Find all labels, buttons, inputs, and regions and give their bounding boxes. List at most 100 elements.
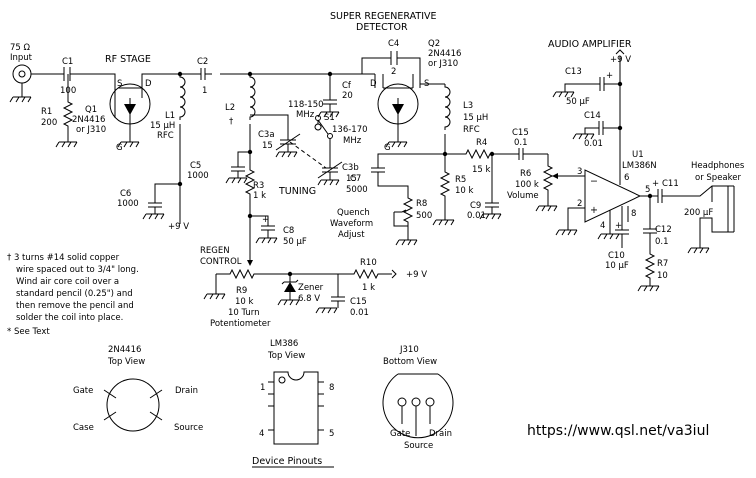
u1-label: U1 — [632, 150, 644, 160]
svg-text:2: 2 — [577, 199, 582, 209]
svg-text:R9: R9 — [236, 286, 247, 296]
svg-text:C10: C10 — [608, 251, 625, 261]
headphone-jack: Headphones or Speaker — [676, 161, 745, 254]
svg-text:50 µF: 50 µF — [566, 97, 590, 107]
r8-resistor: R8 500 — [393, 193, 432, 246]
svg-text:R5: R5 — [455, 175, 466, 185]
svg-text:R6: R6 — [520, 169, 531, 179]
svg-text:Potentiometer: Potentiometer — [210, 319, 271, 329]
svg-text:8: 8 — [329, 383, 334, 393]
svg-text:10 Turn: 10 Turn — [228, 308, 260, 318]
svg-text:R10: R10 — [360, 258, 377, 268]
svg-text:† 3 turns #14 solid copper: † 3 turns #14 solid copper — [7, 253, 120, 263]
svg-text:C15: C15 — [512, 128, 529, 138]
svg-text:then remove the pencil and: then remove the pencil and — [16, 301, 134, 311]
c8-capacitor: + C8 50 µF — [250, 215, 307, 247]
svg-text:C15: C15 — [350, 297, 367, 307]
svg-text:wire spaced out to 3/4" long.: wire spaced out to 3/4" long. — [16, 265, 139, 275]
svg-text:3: 3 — [577, 167, 582, 177]
svg-text:5: 5 — [645, 185, 650, 195]
r6-volume-pot: R6 100 k Volume — [507, 154, 576, 212]
quench-label-3: Adjust — [338, 230, 365, 240]
svg-text:C6: C6 — [120, 189, 131, 199]
rf-input: 75 Ω Input — [9, 43, 33, 103]
svg-text:R4: R4 — [476, 138, 487, 148]
input-label: Input — [10, 53, 33, 63]
regen-label-2: CONTROL — [200, 257, 242, 267]
svg-text:4: 4 — [600, 221, 605, 231]
svg-text:0.01: 0.01 — [350, 308, 369, 318]
svg-text:R8: R8 — [416, 199, 427, 209]
svg-text:2: 2 — [391, 67, 396, 77]
cf-capacitor: Cf 20 — [317, 81, 353, 118]
svg-text:Cf: Cf — [342, 81, 352, 91]
svg-text:C3b: C3b — [342, 163, 359, 173]
svg-text:or J310: or J310 — [76, 125, 106, 135]
svg-text:1000: 1000 — [187, 171, 209, 181]
q1-jfet: S D G Q1 2N4416 or J310 — [72, 73, 152, 153]
svg-text:C2: C2 — [197, 57, 208, 67]
svg-text:C9: C9 — [470, 201, 481, 211]
svg-text:R7: R7 — [657, 259, 668, 269]
svg-text:standard pencil (0.25") and: standard pencil (0.25") and — [16, 289, 133, 299]
svg-text:118-150: 118-150 — [288, 100, 324, 110]
audio-heading: AUDIO AMPLIFIER — [548, 39, 632, 50]
r5-resistor: R5 10 k — [432, 154, 474, 226]
zener-diode: Zener 6.8 V — [277, 274, 324, 306]
svg-text:* See Text: * See Text — [7, 327, 50, 337]
svg-text:+9 V: +9 V — [406, 270, 427, 280]
vcc-label: +9 V — [610, 55, 631, 65]
c4-capacitor: C4 2 — [361, 39, 421, 84]
quench-label-1: Quench — [337, 208, 370, 218]
svg-text:50 µF: 50 µF — [283, 237, 307, 247]
svg-text:1: 1 — [202, 86, 207, 96]
svg-text:10 µF: 10 µF — [605, 261, 629, 271]
svg-text:Bottom View: Bottom View — [383, 357, 437, 367]
svg-text:G: G — [384, 143, 391, 153]
r7-resistor: R7 10 — [637, 240, 668, 292]
c12-capacitor: C12 0.1 — [642, 196, 672, 247]
rf-stage-heading: RF STAGE — [105, 54, 151, 65]
svg-text:solder the coil into place.: solder the coil into place. — [16, 313, 123, 323]
pinout-2n4416: 2N4416 Top View Gate Drain Case Source — [73, 345, 203, 433]
svg-text:0.01: 0.01 — [584, 139, 603, 149]
svg-text:6.8 V: 6.8 V — [298, 294, 320, 304]
svg-text:G: G — [116, 143, 123, 153]
r3-resistor: R3 1 k — [245, 152, 266, 260]
svg-text:or J310: or J310 — [428, 59, 458, 69]
r1-resistor: R1 200 — [41, 74, 78, 148]
r9-potentiometer: R9 10 k 10 Turn Potentiometer — [203, 260, 350, 329]
svg-text:MHz: MHz — [296, 110, 315, 120]
svg-text:Wind air core coil over a: Wind air core coil over a — [16, 277, 119, 287]
detector-heading-2: DETECTOR — [356, 22, 408, 33]
svg-text:Source: Source — [174, 423, 203, 433]
svg-text:Source: Source — [404, 441, 433, 451]
svg-text:5000: 5000 — [346, 185, 368, 195]
c15-bypass-capacitor: C15 0.01 — [315, 274, 369, 318]
svg-text:Zener: Zener — [298, 283, 324, 293]
svg-text:C1: C1 — [62, 57, 73, 67]
c11-capacitor: + C11 200 µF — [652, 179, 713, 218]
output-label-2: or Speaker — [695, 173, 741, 183]
svg-text:1 k: 1 k — [253, 191, 266, 201]
svg-text:L3: L3 — [463, 101, 473, 111]
svg-text:Gate: Gate — [73, 386, 93, 396]
c2-capacitor: C2 1 — [193, 57, 213, 96]
svg-text:200 µF: 200 µF — [684, 208, 713, 218]
svg-text:D: D — [370, 79, 377, 89]
svg-text:C8: C8 — [283, 226, 294, 236]
quench-label-2: Waveform — [330, 219, 373, 229]
pinout-lm386: LM386 Top View 1 4 8 5 — [259, 339, 334, 445]
u1-part: LM386N — [622, 161, 657, 171]
svg-text:15: 15 — [262, 141, 273, 151]
c13-capacitor: + C13 50 µF — [552, 67, 620, 107]
svg-text:15: 15 — [346, 174, 357, 184]
svg-text:15 µH: 15 µH — [463, 113, 488, 123]
svg-text:R1: R1 — [41, 107, 52, 117]
svg-text:Drain: Drain — [175, 386, 198, 396]
svg-text:+: + — [606, 71, 613, 81]
svg-text:RFC: RFC — [463, 125, 480, 135]
svg-text:C7: C7 — [350, 174, 361, 184]
svg-text:10 k: 10 k — [455, 186, 474, 196]
svg-text:Top View: Top View — [107, 357, 145, 367]
